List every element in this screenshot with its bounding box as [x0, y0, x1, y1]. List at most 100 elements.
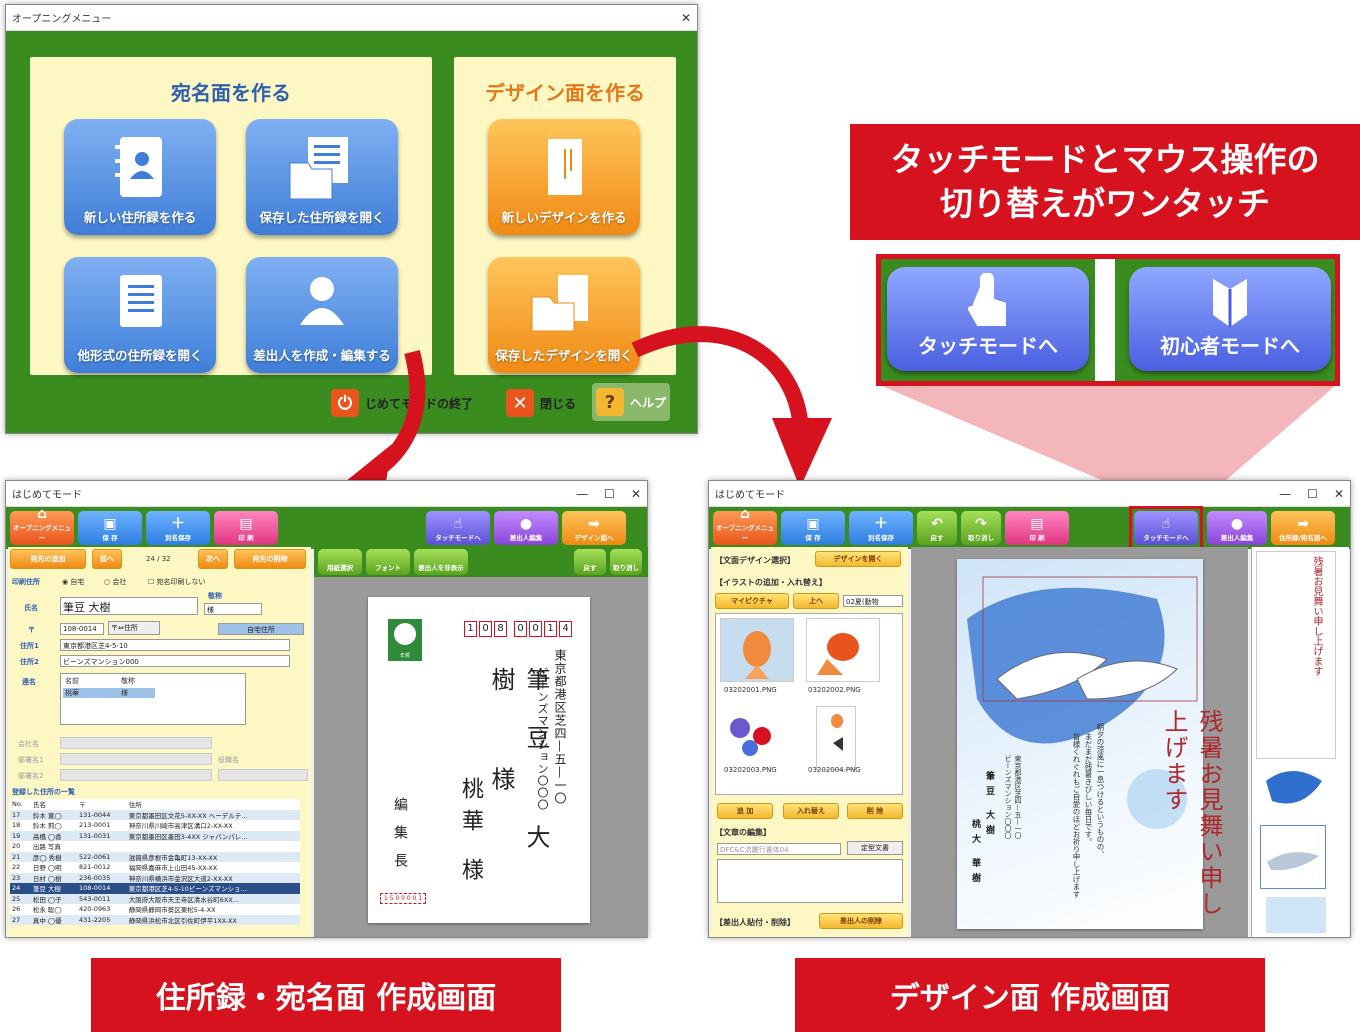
- open-address-book-button[interactable]: 保存した住所録を開く: [246, 119, 398, 235]
- no-print-checkbox[interactable]: ☐ 宛名印刷しない: [148, 578, 206, 586]
- prev-button[interactable]: 前へ: [92, 549, 122, 569]
- radio-company[interactable]: ○ 会社: [104, 578, 127, 586]
- arrow-right-icon: ➡: [1297, 516, 1309, 532]
- help-button[interactable]: ? ヘルプ: [592, 383, 671, 421]
- dept2-field[interactable]: [60, 769, 212, 781]
- radio-home[interactable]: ◉ 自宅: [62, 578, 85, 586]
- touch-mode-button[interactable]: ☝タッチモードへ: [426, 511, 490, 545]
- hide-sender-button[interactable]: 差出人を非表示: [414, 549, 468, 575]
- undo-button[interactable]: 戻す: [574, 549, 606, 575]
- addr1-field[interactable]: 東京都港区芝4-5-10: [60, 639, 290, 651]
- text-edit-heading: 【文章の編集】: [715, 828, 771, 837]
- honorific-select[interactable]: 様: [204, 603, 262, 615]
- to-address-button[interactable]: ➡住所録/宛名面へ: [1271, 511, 1335, 545]
- close-button[interactable]: ✕ 閉じる: [506, 386, 576, 420]
- opening-menu-button[interactable]: ⌂オープニングメニュー: [10, 506, 74, 545]
- minimize-icon[interactable]: —: [1279, 486, 1292, 501]
- exit-icon: ⏻: [331, 389, 359, 417]
- thumb-morning-glory[interactable]: [720, 706, 794, 770]
- touch-mode-button[interactable]: タッチモードへ: [887, 267, 1089, 371]
- next-button[interactable]: 次へ: [198, 549, 228, 569]
- font-button[interactable]: フォント: [366, 549, 410, 575]
- add-recipient-button[interactable]: 宛先の追加: [10, 549, 86, 569]
- card-body-line2: まだまだ残暑きびしい毎日です。: [1084, 733, 1093, 846]
- close-icon[interactable]: ✕: [680, 10, 691, 25]
- name-field[interactable]: 筆豆 大樹: [60, 597, 198, 615]
- joint-row[interactable]: 桃華 様: [63, 688, 155, 698]
- thumb-goldfish-1[interactable]: [720, 618, 794, 682]
- folder-up-button[interactable]: 上へ: [793, 593, 839, 609]
- print-button[interactable]: ▤印 刷: [214, 511, 278, 545]
- save-button[interactable]: ▣保 存: [781, 511, 845, 545]
- zip-field[interactable]: 108-0014: [60, 623, 104, 635]
- fixed-phrase-button[interactable]: 定型文書: [847, 841, 903, 855]
- thumb-fish-image[interactable]: [1262, 761, 1332, 821]
- undo-button[interactable]: ↶戻す: [917, 511, 957, 545]
- joint-list[interactable]: 名前 敬称 桃華 様: [60, 673, 246, 725]
- table-cell: 神奈川県横浜市金沢区大道2-XX-XX: [126, 872, 300, 883]
- open-other-format-button[interactable]: 他形式の住所録を開く: [64, 257, 216, 373]
- goldfish-icon: [831, 714, 843, 751]
- company-field[interactable]: [60, 737, 212, 749]
- minimize-icon[interactable]: —: [576, 486, 589, 501]
- home-address-tab[interactable]: 自宅住所: [218, 623, 304, 635]
- touch-mode-button[interactable]: ☝タッチモードへ: [1134, 511, 1198, 545]
- close-icon[interactable]: ✕: [1333, 486, 1344, 501]
- redo-button[interactable]: ↷取り消し: [961, 511, 1001, 545]
- delete-recipient-button[interactable]: 宛先の削除: [234, 549, 306, 569]
- sender-edit-button[interactable]: ●差出人編集: [494, 511, 558, 545]
- opening-menu-button[interactable]: ⌂オープニングメニュー: [713, 506, 777, 545]
- delete-illustration-button[interactable]: 削 除: [847, 803, 903, 819]
- save-as-button[interactable]: ＋別名保存: [849, 511, 913, 545]
- remove-sender-button[interactable]: 差出人の削除: [819, 913, 903, 929]
- thumb-goldfish-3[interactable]: [816, 706, 856, 770]
- maximize-icon[interactable]: ☐: [1307, 486, 1318, 501]
- to-design-button[interactable]: ➡デザイン面へ: [562, 511, 626, 545]
- edit-sender-button[interactable]: 差出人を作成・編集する: [246, 257, 398, 373]
- thumb-goldfish-2[interactable]: [806, 618, 880, 682]
- open-design-button[interactable]: 保存したデザインを開く: [488, 257, 640, 373]
- my-pictures-button[interactable]: マイピクチャ: [715, 593, 789, 609]
- replace-illustration-button[interactable]: 入れ替え: [783, 803, 839, 819]
- thumb-fish-selected[interactable]: [1260, 825, 1326, 889]
- close-icon[interactable]: ✕: [630, 486, 641, 501]
- thumb-next[interactable]: [1266, 897, 1326, 933]
- design-window: はじめてモード —☐✕ ⌂オープニングメニュー ▣保 存 ＋別名保存 ↶戻す ↷…: [708, 480, 1351, 938]
- sender-edit-button[interactable]: ●差出人編集: [1207, 511, 1267, 545]
- thumb-address-side[interactable]: 残暑お見舞い申し上げます: [1256, 551, 1336, 759]
- open-design-button[interactable]: デザインを開く: [815, 551, 901, 567]
- folder-select[interactable]: 02夏(動物: [843, 595, 903, 607]
- new-address-book-button[interactable]: 新しい住所録を作る: [64, 119, 216, 235]
- dept1-field[interactable]: [60, 753, 212, 765]
- text-edit-area[interactable]: [717, 859, 903, 903]
- save-button[interactable]: ▣保 存: [78, 511, 142, 545]
- title-field[interactable]: [218, 769, 308, 781]
- font-select[interactable]: DFC&C流麗行書体04: [717, 843, 841, 855]
- addr2-field[interactable]: ビーンズマンション000: [60, 655, 290, 667]
- zip-digit-box: 1: [544, 621, 557, 637]
- redo-button[interactable]: 取り消し: [610, 549, 642, 575]
- new-design-button[interactable]: 新しいデザインを作る: [488, 119, 640, 235]
- maximize-icon[interactable]: ☐: [604, 486, 615, 501]
- fish-thumb-icon: [1267, 852, 1319, 871]
- print-button[interactable]: ▤印 刷: [1005, 511, 1069, 545]
- zip-label: 〒: [28, 626, 35, 634]
- save-as-button[interactable]: ＋別名保存: [146, 511, 210, 545]
- paper-select-button[interactable]: 用紙選択: [318, 549, 362, 575]
- address-panel: 宛名面を作る 新しい住所録を作る 保存した住所録を開く 他形式の住所録を開く 差…: [30, 57, 432, 375]
- beginner-mode-button[interactable]: 初心者モードへ: [1129, 267, 1331, 371]
- zip-address-button[interactable]: 〒⇔住所: [108, 621, 160, 635]
- add-illustration-button[interactable]: 追 加: [717, 803, 773, 819]
